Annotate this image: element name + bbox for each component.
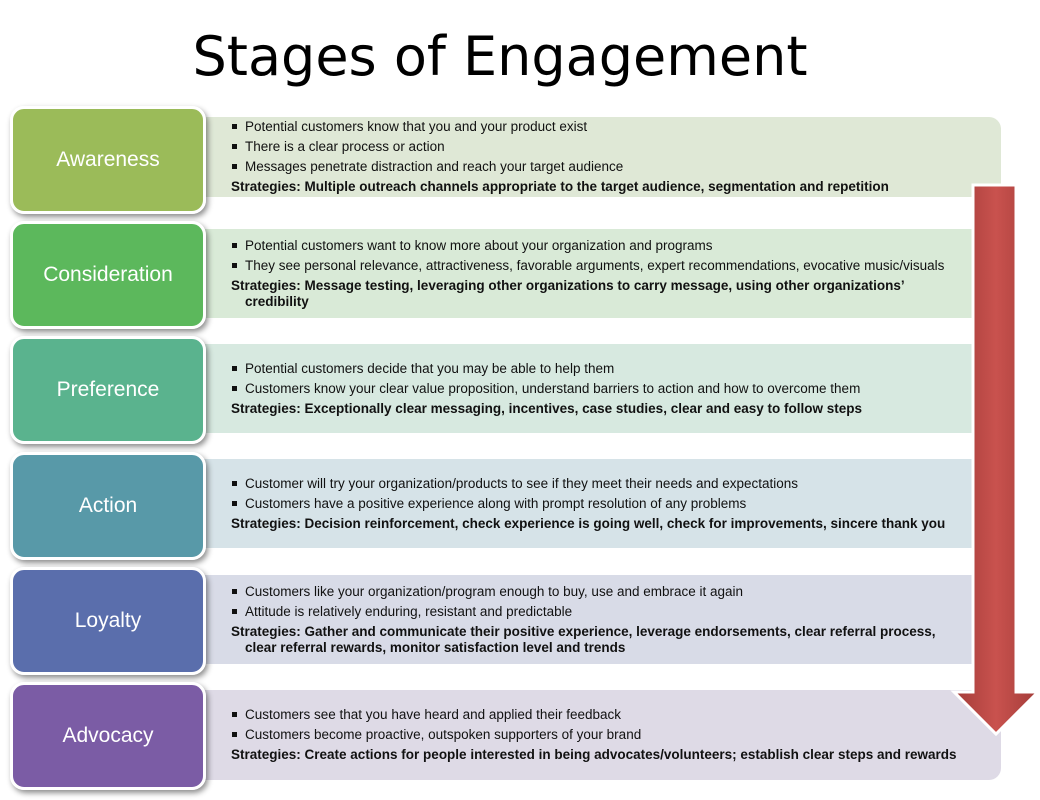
strategy-text: Strategies: Exceptionally clear messagin…: [231, 400, 863, 416]
stage-label: Action: [78, 494, 138, 517]
bullet-text: There is a clear process or action: [231, 139, 983, 155]
strategy-text: Strategies: Decision reinforcement, chec…: [231, 515, 946, 531]
strategy-text: Strategies: Create actions for people in…: [231, 747, 957, 762]
bullet-text: Customers have a positive experience alo…: [231, 496, 955, 512]
bullet-text: Potential customers want to know more ab…: [231, 238, 955, 254]
page-title: Stages of Engagement: [192, 25, 808, 88]
strategy-text: Strategies: Gather and communicate their…: [231, 623, 936, 655]
bullet-text: Customers know your clear value proposit…: [231, 381, 955, 397]
panel-preference: Potential customers decide that you may …: [195, 344, 973, 433]
panel-consideration: Potential customers want to know more ab…: [195, 229, 973, 318]
panel-advocacy: Customers see that you have heard and ap…: [195, 690, 1001, 780]
bullet-text: Customers see that you have heard and ap…: [231, 707, 983, 723]
arrow-shape: [950, 183, 1040, 737]
bullet-text: Potential customers decide that you may …: [231, 361, 955, 377]
stage-preference: Preference: [10, 336, 206, 444]
bullet-text: Customer will try your organization/prod…: [231, 476, 955, 492]
panel-awareness: Potential customers know that you and yo…: [195, 117, 1001, 197]
strategy-text: Strategies: Message testing, leveraging …: [231, 277, 904, 309]
stage-awareness: Awareness: [10, 106, 206, 214]
bullet-text: Attitude is relatively enduring, resista…: [231, 604, 955, 620]
stage-label: Advocacy: [62, 724, 154, 747]
stage-action: Action: [10, 452, 206, 560]
panel-loyalty: Customers like your organization/program…: [195, 575, 973, 664]
bullet-text: Customers like your organization/program…: [231, 584, 955, 600]
stage-label: Preference: [56, 378, 160, 401]
stage-label: Consideration: [43, 263, 173, 286]
panel-action: Customer will try your organization/prod…: [195, 459, 973, 548]
bullet-text: Customers become proactive, outspoken su…: [231, 727, 983, 743]
stage-advocacy: Advocacy: [10, 682, 206, 790]
bullet-text: Messages penetrate distraction and reach…: [231, 159, 983, 175]
bullet-text: They see personal relevance, attractiven…: [231, 258, 955, 274]
stage-consideration: Consideration: [10, 221, 206, 329]
strategy-text: Strategies: Multiple outreach channels a…: [231, 179, 889, 194]
stage-label: Awareness: [56, 148, 160, 171]
stage-label: Loyalty: [74, 609, 142, 632]
bullet-text: Potential customers know that you and yo…: [231, 119, 983, 135]
stage-loyalty: Loyalty: [10, 567, 206, 675]
